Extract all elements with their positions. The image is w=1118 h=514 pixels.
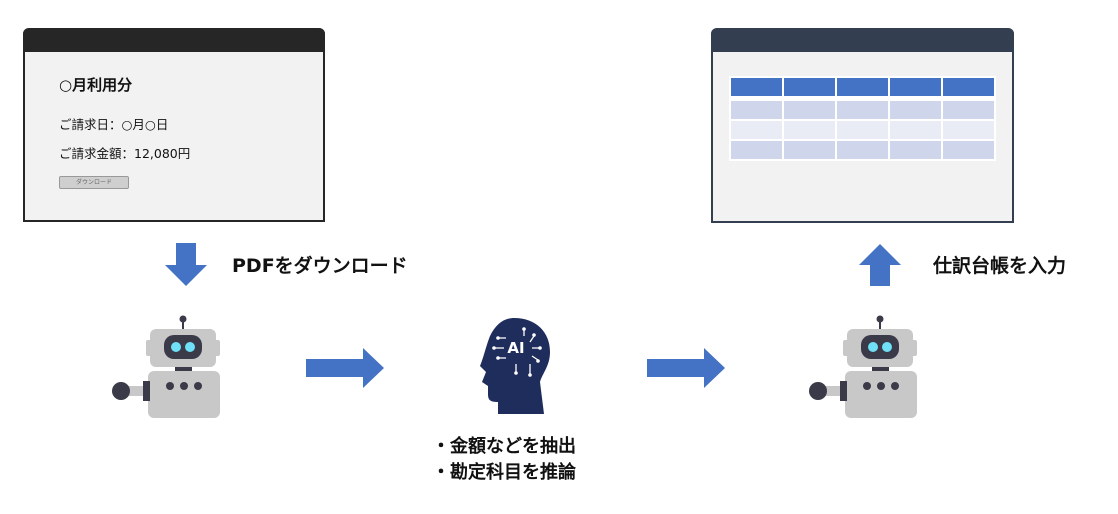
- ledger-cell: [731, 121, 782, 139]
- ai-head-icon: AI: [480, 318, 550, 414]
- ledger-cell: [784, 78, 835, 96]
- billing-amount: ご請求金額：12,080円: [59, 146, 191, 161]
- billing-date: ご請求日：○月○日: [59, 117, 169, 132]
- window-title-bar: [711, 28, 1014, 52]
- ledger-cell: [890, 121, 941, 139]
- ledger-cell: [943, 98, 994, 119]
- ledger-cell: [943, 121, 994, 139]
- input-label: 仕訳台帳を入力: [933, 255, 1067, 277]
- ledger-cell: [731, 141, 782, 159]
- ledger-cell: [837, 98, 888, 119]
- ledger-row: [731, 98, 994, 119]
- download-label: PDFをダウンロード: [232, 255, 408, 277]
- ledger-cell: [784, 141, 835, 159]
- ledger-cell: [837, 78, 888, 96]
- arrow-right-icon: [647, 348, 725, 388]
- window-title-bar: [23, 28, 325, 52]
- ledger-cell: [731, 78, 782, 96]
- ledger-cell: [943, 78, 994, 96]
- ledger-cell: [731, 98, 782, 119]
- ledger-cell: [837, 121, 888, 139]
- ai-point: ・金額などを抽出: [432, 436, 576, 457]
- ai-point: ・勘定科目を推論: [432, 462, 576, 483]
- invoice-window: ○月利用分 ご請求日：○月○日 ご請求金額：12,080円 ダウンロード: [23, 28, 325, 222]
- ledger-cell: [837, 141, 888, 159]
- ledger-cell: [784, 98, 835, 119]
- arrow-down-icon: [165, 243, 207, 286]
- invoice-title: ○月利用分: [59, 76, 133, 94]
- ledger-window: [711, 28, 1014, 223]
- robot-icon: [808, 314, 918, 418]
- ledger-row: [731, 121, 994, 139]
- ledger-row: [731, 141, 994, 159]
- ledger-header-row: [731, 78, 994, 96]
- ledger-cell: [890, 98, 941, 119]
- ledger-table: [729, 76, 996, 161]
- download-button[interactable]: ダウンロード: [59, 176, 129, 189]
- ledger-cell: [784, 121, 835, 139]
- ledger-cell: [943, 141, 994, 159]
- arrow-right-icon: [306, 348, 384, 388]
- robot-icon: [112, 315, 220, 418]
- ledger-cell: [890, 141, 941, 159]
- ai-text-icon: AI: [507, 339, 524, 357]
- ledger-cell: [890, 78, 941, 96]
- arrow-up-icon: [859, 244, 901, 286]
